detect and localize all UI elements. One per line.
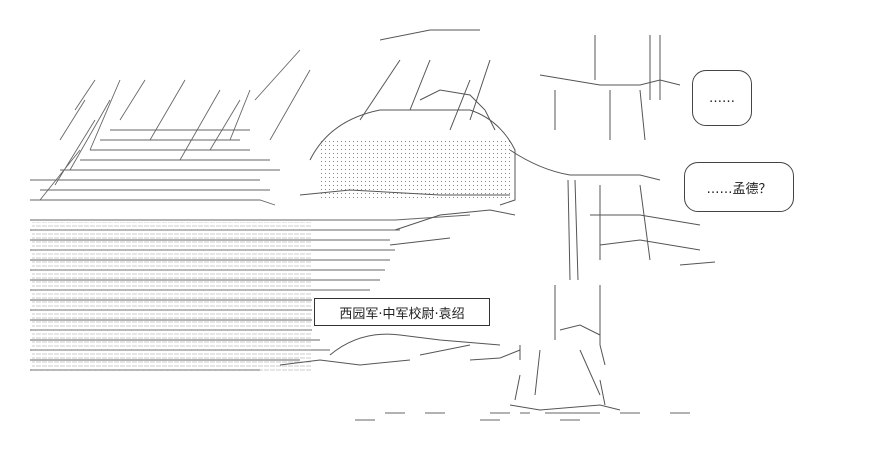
ground-marks xyxy=(355,412,690,421)
figure-right xyxy=(469,35,716,411)
speech-bubble-bottom: ……孟德？ xyxy=(684,162,794,212)
speed-shading xyxy=(32,222,312,372)
character-caption: 西园军·中军校尉·袁绍 xyxy=(314,298,490,326)
figure-left xyxy=(279,29,516,366)
speech-bubble-top: …… xyxy=(692,70,752,126)
